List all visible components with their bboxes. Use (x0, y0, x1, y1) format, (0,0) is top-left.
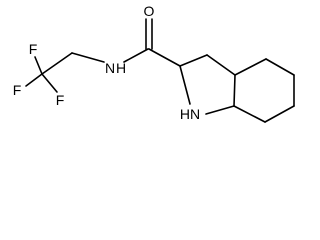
bond-cf3-f-bottom (41, 73, 58, 93)
atom-f-bottom: F (56, 92, 65, 108)
bond-hex-5 (233, 105, 266, 123)
bond-ring-n-c2 (179, 65, 191, 105)
chemical-structure: F F F N H O HN (13, 3, 295, 123)
atom-ring-nh: HN (180, 106, 200, 122)
bond-hex-4 (264, 105, 295, 123)
atom-f-left: F (13, 82, 22, 98)
bond-carbonyl-ring (148, 48, 181, 67)
bond-cf3-f-top (34, 56, 43, 75)
atom-amide-n: N (105, 60, 115, 76)
bond-ring-c2-c3 (179, 54, 208, 67)
atom-f-top: F (29, 41, 38, 57)
bond-cf3-ch2 (41, 52, 73, 75)
bond-ch2-nh (71, 52, 105, 63)
bond-nh-carbonyl (123, 48, 149, 63)
atom-carbonyl-o: O (144, 3, 155, 19)
bond-ring-c7a-n (205, 105, 235, 115)
bond-hex-1 (234, 58, 267, 76)
bond-cf3-f-left (25, 73, 43, 87)
atom-amide-h: H (116, 60, 126, 76)
bond-ring-c3a-c7a (233, 74, 236, 107)
bond-hex-2 (265, 58, 295, 76)
bond-ring-c3-c3a (206, 54, 236, 76)
